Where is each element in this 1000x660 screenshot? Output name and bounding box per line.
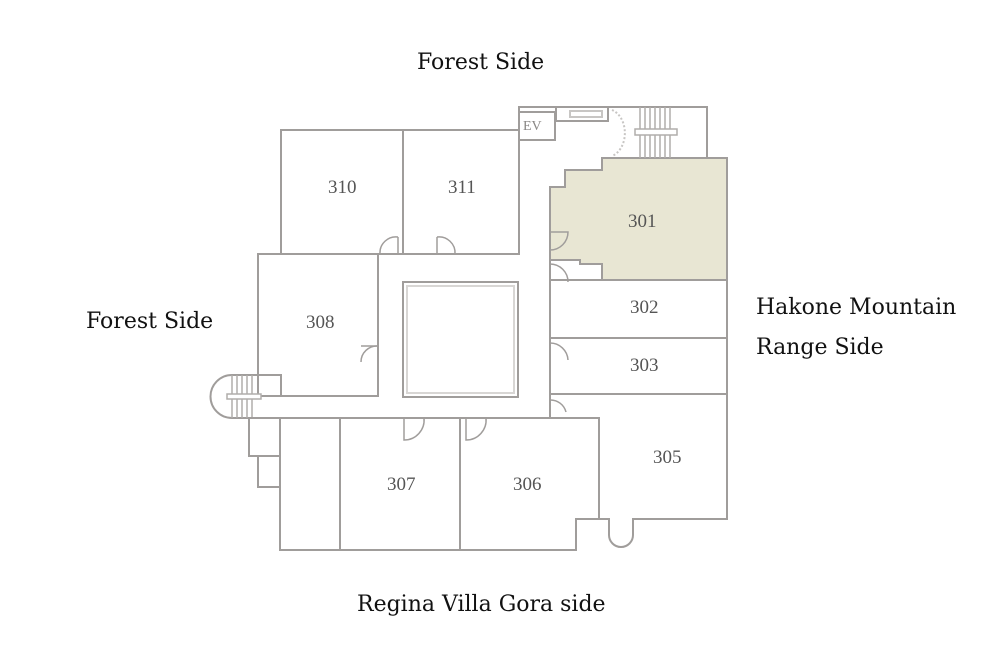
stairs-west — [209, 374, 258, 419]
stairs-top-right — [634, 107, 678, 158]
room-label-302: 302 — [630, 297, 659, 318]
atrium — [402, 281, 519, 398]
direction-label-top: Forest Side — [417, 50, 545, 75]
room-storage — [279, 417, 341, 551]
room-label-305: 305 — [653, 447, 682, 468]
room-label-306: 306 — [513, 474, 542, 495]
direction-label-right-line2: Range Side — [756, 335, 884, 360]
room-label-301: 301 — [628, 211, 657, 232]
room-label-311: 311 — [448, 177, 476, 198]
elevator — [518, 111, 556, 141]
room-label-308: 308 — [306, 312, 335, 333]
direction-label-right-line1: Hakone Mountain — [756, 295, 957, 320]
room-308[interactable] — [257, 253, 379, 397]
room-label-307: 307 — [387, 474, 416, 495]
room-305[interactable] — [550, 393, 728, 548]
direction-label-left: Forest Side — [86, 309, 214, 334]
direction-label-bottom: Regina Villa Gora side — [357, 592, 606, 617]
elevator-label: EV — [523, 119, 542, 134]
room-label-310: 310 — [328, 177, 357, 198]
room-306[interactable] — [459, 417, 600, 551]
room-label-303: 303 — [630, 355, 659, 376]
